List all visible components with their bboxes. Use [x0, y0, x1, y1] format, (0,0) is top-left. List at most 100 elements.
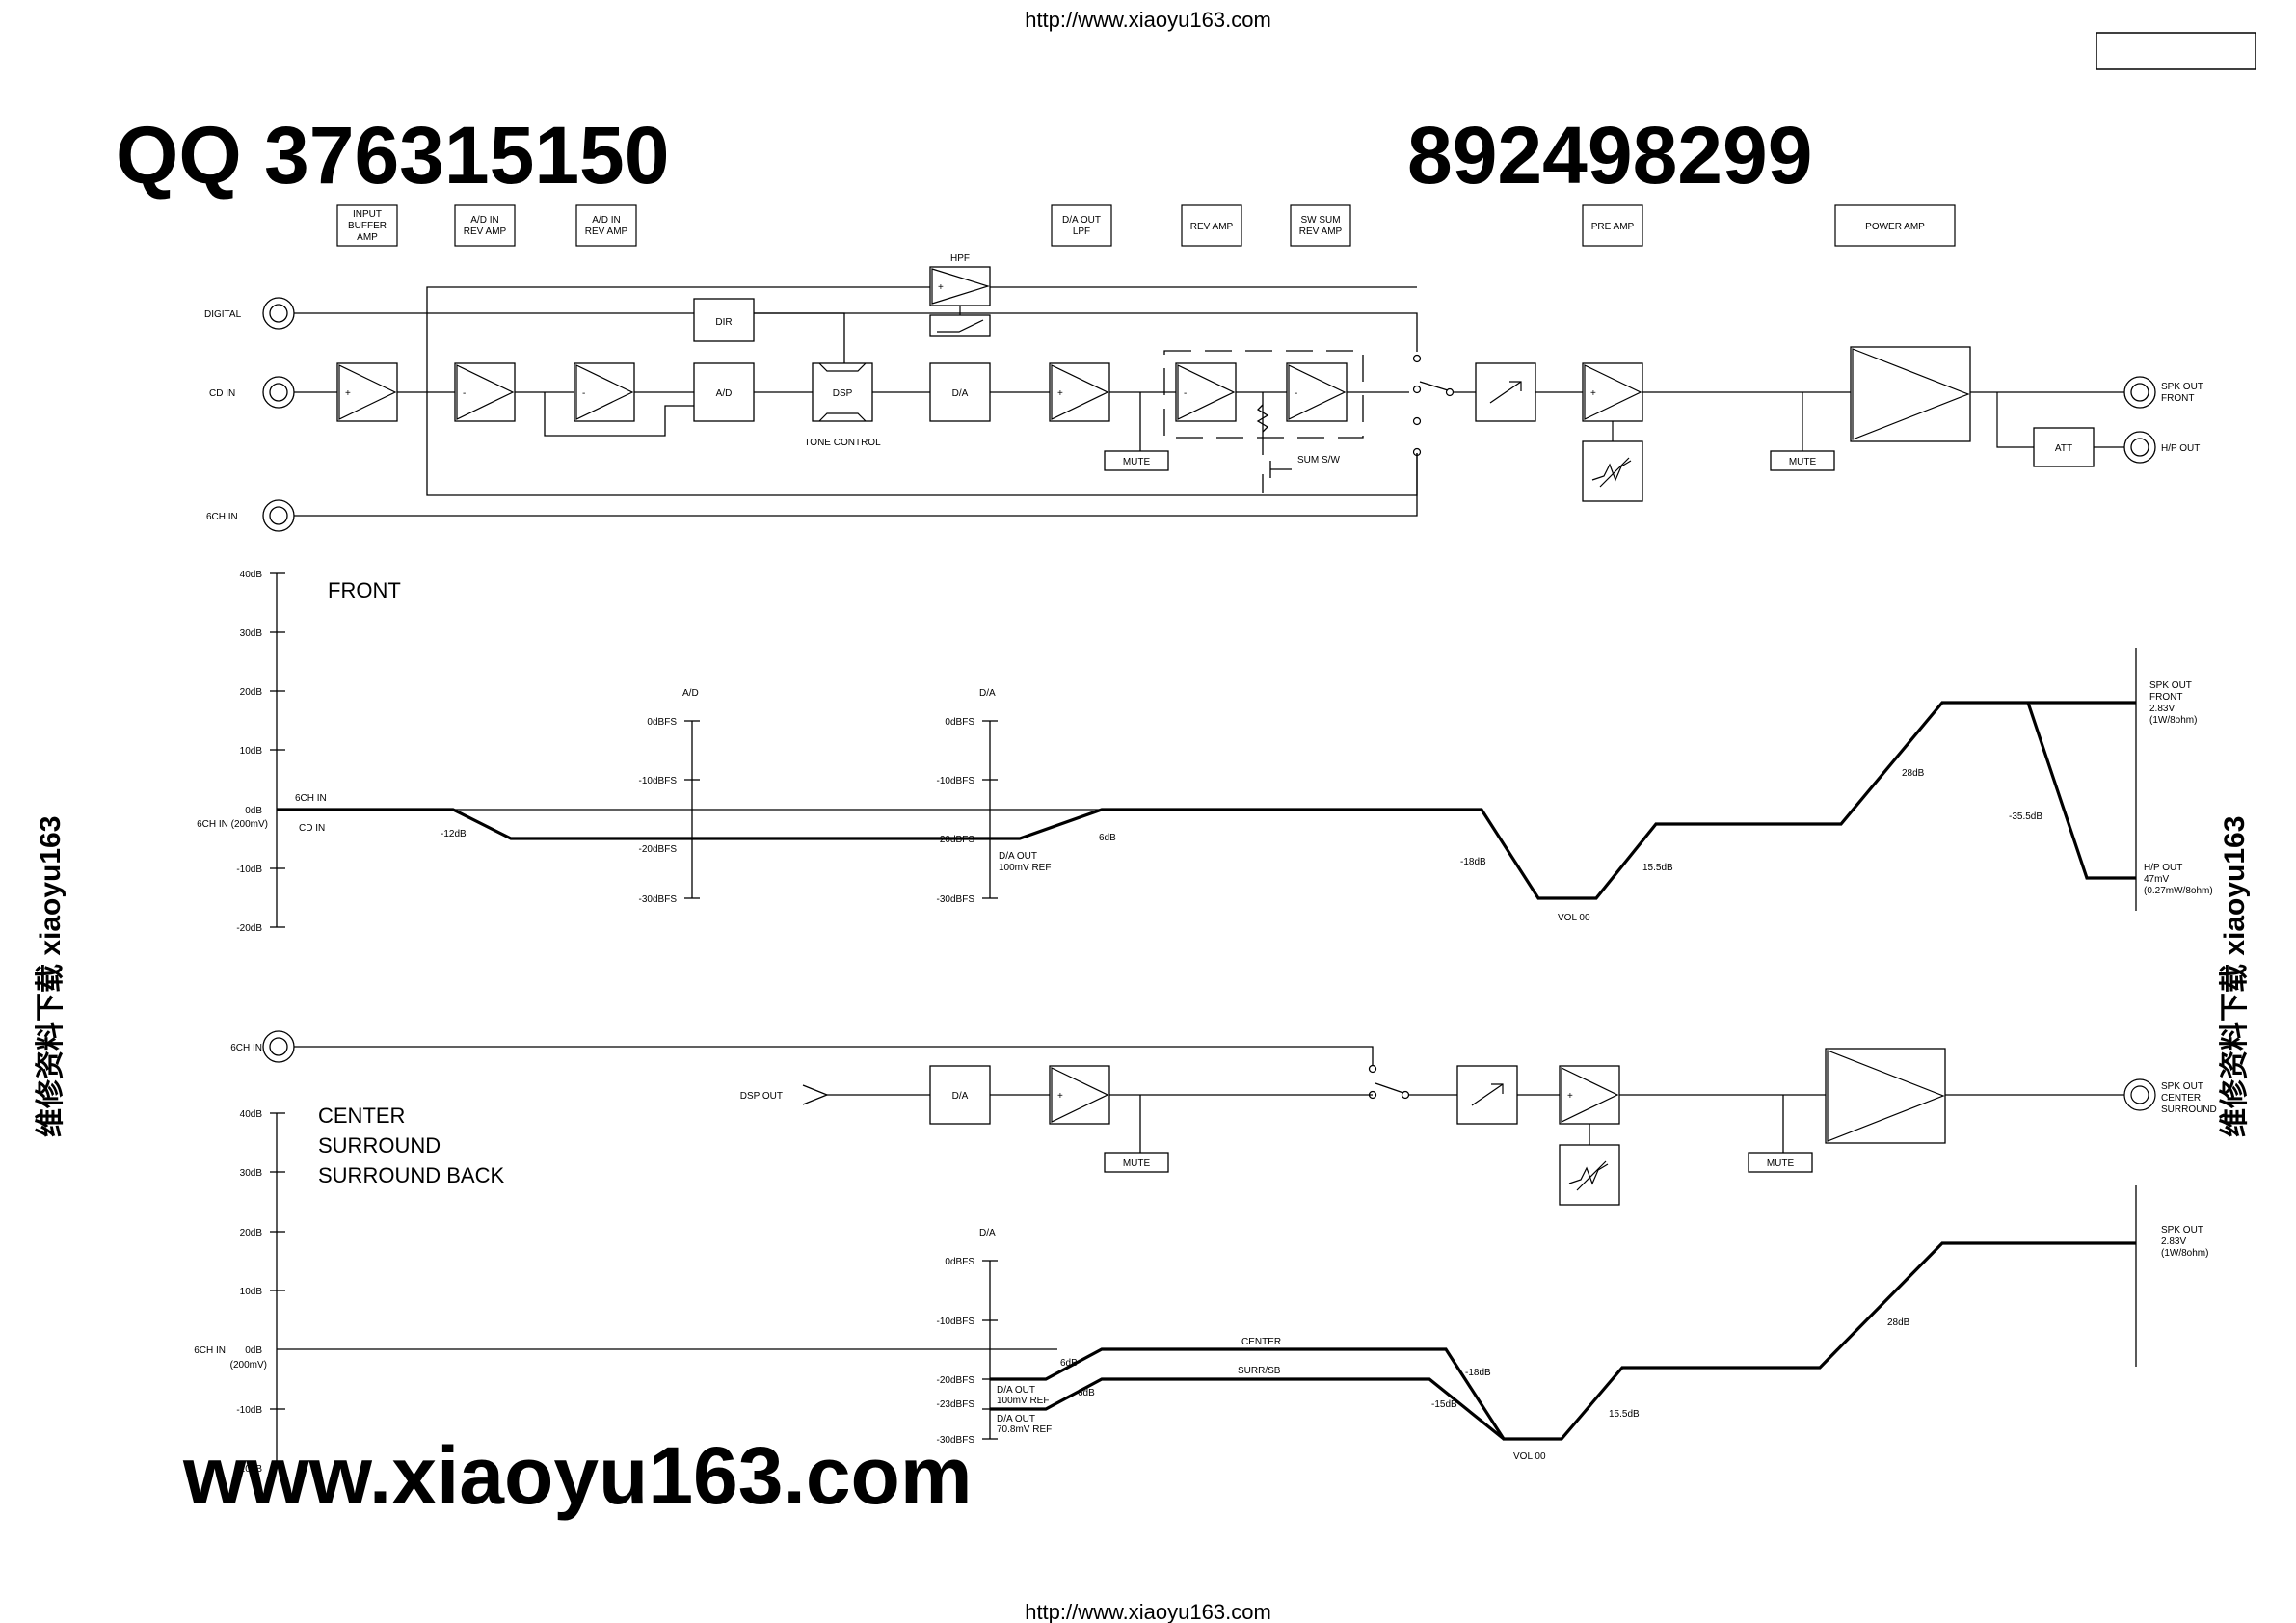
- label-hp-out: H/P OUT: [2161, 443, 2200, 454]
- center-tick-20: 20dB: [240, 1228, 263, 1238]
- amp-pre-2: [1559, 1065, 1620, 1125]
- label-mute-1: MUTE: [1123, 457, 1151, 467]
- stage-input-buffer-l3: AMP: [357, 232, 378, 243]
- center-da-out2-1: D/A OUT: [997, 1414, 1035, 1424]
- label-spk-out: SPK OUT: [2161, 382, 2203, 392]
- front-ad-m30: -30dBFS: [639, 894, 678, 905]
- rev-amp-dashed-group: [1163, 350, 1364, 439]
- center-da-label: D/A: [979, 1228, 996, 1238]
- amp-sw-sum: [1286, 362, 1348, 422]
- front-ann-6ch: 6CH IN: [295, 793, 327, 804]
- center-title-1: CENTER: [318, 1104, 405, 1128]
- sign-plus-hpf: +: [938, 282, 944, 293]
- amp-pre: [1582, 362, 1643, 422]
- center-6ch: 6CH IN: [194, 1345, 226, 1356]
- page-number-box: [2096, 32, 2256, 70]
- sign-plus-c2: +: [1567, 1091, 1573, 1102]
- stage-rev-amp: [1181, 204, 1242, 247]
- label-digital: DIGITAL: [204, 309, 242, 320]
- front-da-m10: -10dBFS: [937, 776, 975, 786]
- amp-rev: [1175, 362, 1237, 422]
- front-ad-m10: -10dBFS: [639, 776, 678, 786]
- sign-minus-2: -: [582, 388, 585, 399]
- stage-da-out-l1: D/A OUT: [1062, 215, 1101, 226]
- stage-rev-amp-label: REV AMP: [1190, 222, 1234, 232]
- block-da: [929, 362, 991, 422]
- front-ann-m18: -18dB: [1460, 857, 1486, 867]
- watermark-qq: QQ 376315150: [116, 110, 669, 200]
- label-spk-out-c: SPK OUT: [2161, 1081, 2203, 1092]
- stage-pre-amp: [1582, 204, 1643, 247]
- front-ann-28: 28dB: [1902, 768, 1925, 779]
- block-hpf: [929, 266, 991, 306]
- stage-da-out: [1051, 204, 1112, 247]
- front-hp-path: [2026, 702, 2136, 880]
- watermark-left: 维修资料下载 xiaoyu163: [35, 816, 67, 1137]
- label-mute-2: MUTE: [1789, 457, 1817, 467]
- front-hp-1: H/P OUT: [2144, 863, 2182, 873]
- jack-6ch-in-2: [262, 1030, 295, 1063]
- watermark-web: www.xiaoyu163.com: [182, 1430, 973, 1521]
- sign-minus-3: -: [1184, 388, 1187, 399]
- label-dsp: DSP: [833, 388, 853, 399]
- center-da-m23: -23dBFS: [937, 1399, 975, 1410]
- block-hpf-response: [929, 314, 991, 337]
- center-title-3: SURROUND BACK: [318, 1163, 504, 1187]
- label-6ch-in-2: 6CH IN: [230, 1043, 262, 1053]
- center-ann-surr: SURR/SB: [1238, 1366, 1281, 1376]
- url-bottom[interactable]: http://www.xiaoyu163.com: [1025, 1600, 1271, 1623]
- label-dsp-out: DSP OUT: [740, 1091, 783, 1102]
- stage-ad-in-2-l2: REV AMP: [585, 226, 628, 237]
- front-da-m20: -20dBFS: [937, 835, 975, 845]
- center-tick-40: 40dB: [240, 1109, 263, 1120]
- front-6ch-200mv: 6CH IN (200mV): [197, 819, 268, 830]
- center-da-out1-2: 100mV REF: [997, 1396, 1049, 1406]
- jack-digital: [262, 297, 295, 330]
- stage-sw-sum-l1: SW SUM: [1300, 215, 1340, 226]
- center-da-m10: -10dBFS: [937, 1317, 975, 1327]
- stage-sw-sum: [1290, 204, 1351, 247]
- front-da-label: D/A: [979, 688, 996, 699]
- surround-level-path: [990, 1377, 1506, 1441]
- front-ann-vol: VOL 00: [1558, 913, 1590, 923]
- front-tick-10: 10dB: [240, 746, 263, 757]
- front-tick-40: 40dB: [240, 570, 263, 580]
- center-da-out2-2: 70.8mV REF: [997, 1424, 1052, 1435]
- label-mute-c2: MUTE: [1767, 1158, 1795, 1169]
- url-top[interactable]: http://www.xiaoyu163.com: [1025, 8, 1271, 32]
- stage-ad-in-2: [575, 204, 637, 247]
- stage-pre-amp-label: PRE AMP: [1591, 222, 1635, 232]
- stage-ad-in-2-l1: A/D IN: [592, 215, 620, 226]
- sign-plus-c1: +: [1057, 1091, 1063, 1102]
- resistor-icon: [1256, 404, 1269, 433]
- center-ann-center: CENTER: [1241, 1337, 1281, 1347]
- stage-power-amp-label: POWER AMP: [1865, 222, 1925, 232]
- front-spk-4: (1W/8ohm): [2149, 715, 2197, 726]
- jack-spk-out-front: [2123, 376, 2156, 409]
- center-tick-m10: -10dB: [236, 1405, 262, 1416]
- front-da-m30: -30dBFS: [937, 894, 975, 905]
- amp-power-2: [1825, 1048, 1946, 1144]
- sign-plus-3: +: [1590, 388, 1596, 399]
- front-level-path: [277, 701, 2136, 900]
- jack-cd-in: [262, 376, 295, 409]
- front-hp-2: 47mV: [2144, 874, 2169, 885]
- center-da-0: 0dBFS: [945, 1257, 974, 1267]
- front-ann-155: 15.5dB: [1642, 863, 1673, 873]
- wire-6ch: [294, 453, 1418, 517]
- label-mute-c1: MUTE: [1123, 1158, 1151, 1169]
- stage-input-buffer-l2: BUFFER: [348, 221, 387, 231]
- front-tick-m20: -20dB: [236, 923, 262, 934]
- label-hpf: HPF: [950, 253, 970, 264]
- sign-plus-2: +: [1057, 388, 1063, 399]
- mute-front-1: [1104, 450, 1169, 471]
- label-dir: DIR: [715, 317, 732, 328]
- front-hp-3: (0.27mW/8ohm): [2144, 886, 2213, 896]
- center-tick-m20: -20dB: [236, 1464, 262, 1475]
- center-tick-30: 30dB: [240, 1168, 263, 1179]
- front-spk-2: FRONT: [2149, 692, 2182, 703]
- watermark-phone: 892498299: [1407, 110, 1812, 200]
- stage-input-buffer: [336, 204, 398, 247]
- amp-ad-in-2: [574, 362, 635, 422]
- front-spk-1: SPK OUT: [2149, 680, 2192, 691]
